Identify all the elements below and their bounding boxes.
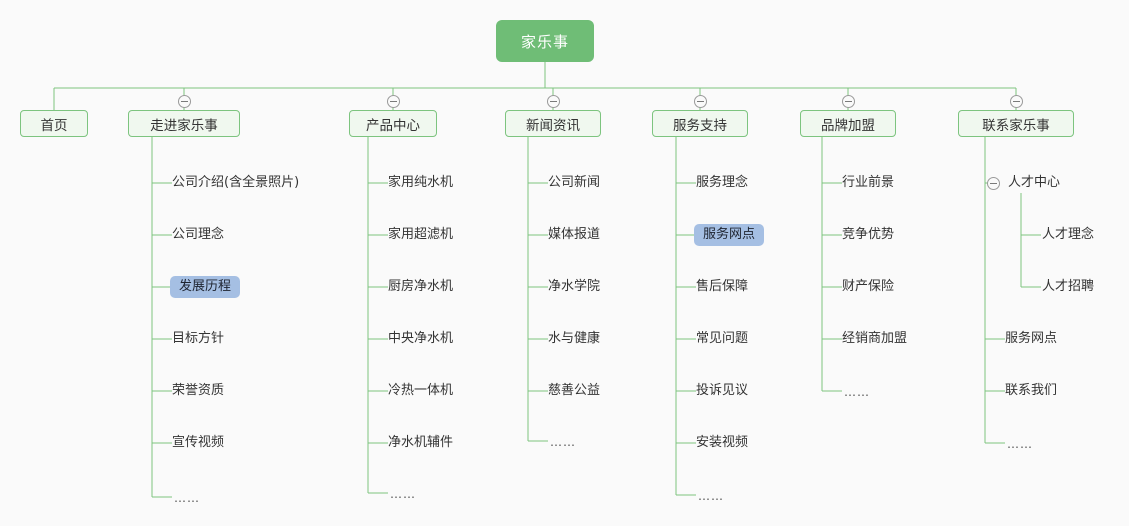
branch-node-products[interactable]: 产品中心 xyxy=(349,110,437,137)
root-node[interactable]: 家乐事 xyxy=(496,20,594,62)
minus-circle-icon-service[interactable] xyxy=(694,95,707,108)
branch-node-label: 联系家乐事 xyxy=(982,117,1050,134)
leaf-item[interactable]: 安装视频 xyxy=(696,435,749,450)
leaf-item-talent-center[interactable]: 人才中心 xyxy=(1008,175,1061,190)
branch-node-label: 服务支持 xyxy=(673,117,727,134)
leaf-item[interactable]: 荣誉资质 xyxy=(172,383,225,398)
leaf-item-ellipsis[interactable]: …… xyxy=(174,491,200,505)
minus-circle-icon-franchise[interactable] xyxy=(842,95,855,108)
leaf-item[interactable]: 公司新闻 xyxy=(548,175,601,190)
branch-node-home[interactable]: 首页 xyxy=(20,110,88,137)
leaf-item[interactable]: 售后保障 xyxy=(696,279,749,294)
leaf-item[interactable]: 投诉见议 xyxy=(696,383,749,398)
branch-node-label: 走进家乐事 xyxy=(150,117,218,134)
branch-node-about[interactable]: 走进家乐事 xyxy=(128,110,240,137)
leaf-item[interactable]: 净水学院 xyxy=(548,279,601,294)
leaf-item[interactable]: 中央净水机 xyxy=(388,331,454,346)
leaf-item[interactable]: 水与健康 xyxy=(548,331,601,346)
branch-node-contact[interactable]: 联系家乐事 xyxy=(958,110,1074,137)
leaf-item-ellipsis[interactable]: …… xyxy=(550,435,576,449)
leaf-item[interactable]: 服务理念 xyxy=(696,175,749,190)
leaf-item-ellipsis[interactable]: …… xyxy=(698,489,724,503)
branch-node-service[interactable]: 服务支持 xyxy=(652,110,748,137)
leaf-item[interactable]: 常见问题 xyxy=(696,331,749,346)
leaf-item[interactable]: 联系我们 xyxy=(1005,383,1058,398)
leaf-item[interactable]: 厨房净水机 xyxy=(388,279,454,294)
minus-circle-icon-talent[interactable] xyxy=(987,177,1000,190)
leaf-item[interactable]: 经销商加盟 xyxy=(842,331,908,346)
minus-circle-icon-contact[interactable] xyxy=(1010,95,1023,108)
leaf-item[interactable]: 宣传视频 xyxy=(172,435,225,450)
leaf-item[interactable]: 人才理念 xyxy=(1042,227,1095,242)
leaf-item[interactable]: 慈善公益 xyxy=(548,383,601,398)
leaf-item[interactable]: 家用超滤机 xyxy=(388,227,454,242)
leaf-item-ellipsis[interactable]: …… xyxy=(1007,437,1033,451)
leaf-item[interactable]: 公司介绍(含全景照片) xyxy=(172,175,300,190)
leaf-item[interactable]: 行业前景 xyxy=(842,175,895,190)
leaf-item[interactable]: 人才招聘 xyxy=(1042,279,1095,294)
leaf-item-ellipsis[interactable]: …… xyxy=(844,385,870,399)
leaf-item-selected[interactable]: 发展历程 xyxy=(170,276,241,298)
leaf-item-ellipsis[interactable]: …… xyxy=(390,487,416,501)
leaf-item[interactable]: 竞争优势 xyxy=(842,227,895,242)
branch-node-label: 品牌加盟 xyxy=(821,117,875,134)
minus-circle-icon-news[interactable] xyxy=(547,95,560,108)
minus-circle-icon-products[interactable] xyxy=(387,95,400,108)
leaf-item[interactable]: 家用纯水机 xyxy=(388,175,454,190)
leaf-item[interactable]: 财产保险 xyxy=(842,279,895,294)
branch-node-news[interactable]: 新闻资讯 xyxy=(505,110,601,137)
leaf-item[interactable]: 公司理念 xyxy=(172,227,225,242)
branch-node-label: 产品中心 xyxy=(366,117,420,134)
leaf-item-selected[interactable]: 服务网点 xyxy=(694,224,765,246)
branch-node-label: 首页 xyxy=(40,117,68,134)
leaf-item[interactable]: 冷热一体机 xyxy=(388,383,454,398)
leaf-item[interactable]: 媒体报道 xyxy=(548,227,601,242)
leaf-item[interactable]: 目标方针 xyxy=(172,331,225,346)
branch-node-franchise[interactable]: 品牌加盟 xyxy=(800,110,896,137)
leaf-item[interactable]: 服务网点 xyxy=(1005,331,1058,346)
root-node-label: 家乐事 xyxy=(520,32,569,51)
branch-node-label: 新闻资讯 xyxy=(526,117,580,134)
minus-circle-icon-about[interactable] xyxy=(178,95,191,108)
leaf-item[interactable]: 净水机辅件 xyxy=(388,435,454,450)
